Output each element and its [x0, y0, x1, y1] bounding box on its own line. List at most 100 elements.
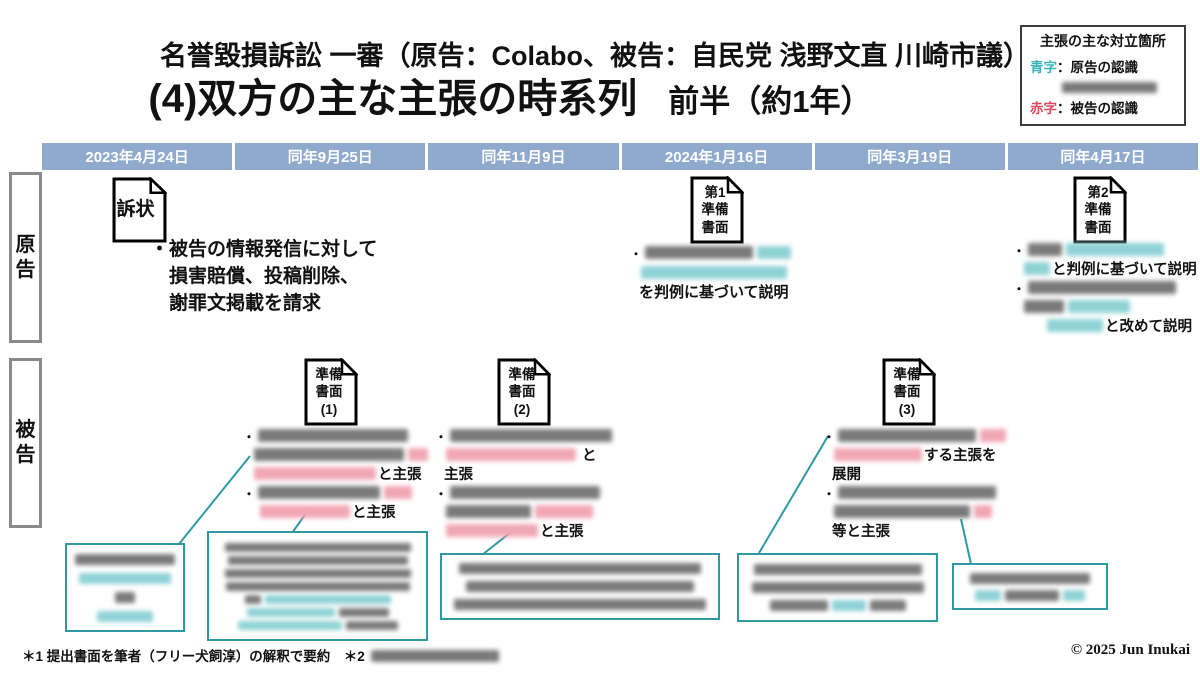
- redacted-text: [264, 594, 391, 604]
- legend-box: 主張の主な対立箇所 青字：原告の認識 赤字：被告の認識: [1020, 25, 1186, 126]
- defendant-prep3-clear-text-2: 展開: [832, 467, 861, 483]
- bullet: ・: [630, 247, 643, 261]
- defendant-prep3-clear-text-1: する主張を: [924, 448, 997, 464]
- annotation-box-5: [952, 563, 1108, 610]
- document-icon: [304, 358, 358, 426]
- legend-title: 主張の主な対立箇所: [1040, 33, 1166, 49]
- plaintiff-prep1-summary: ・ を判例に基づいて説明: [630, 244, 793, 302]
- bullet: ・: [1013, 244, 1026, 258]
- redacted-text: [115, 591, 135, 603]
- redacted-text: [244, 594, 261, 604]
- redacted-text: [258, 429, 408, 442]
- redacted-text: [446, 448, 576, 461]
- redacted-text: [224, 542, 411, 552]
- redacted-text: [227, 555, 408, 565]
- redacted-text: [753, 564, 922, 575]
- redacted-text: [535, 505, 593, 518]
- doc-icon-prep1-plaintiff: 第1 準備 書面: [690, 176, 744, 244]
- redacted-text: [1024, 262, 1050, 275]
- redacted-text: [97, 610, 153, 622]
- legend-blue-label: 青字: [1030, 60, 1057, 75]
- doc-label-prep1-plaintiff: 第1 準備 書面: [701, 184, 729, 235]
- slide-title: 名誉毀損訴訟 一審（原告：Colabo、被告：自民党 浅野文直 川崎市議）: [160, 41, 1030, 71]
- plaintiff-complaint-summary: ・被告の情報発信に対して 損害賠償、投稿削除、 謝罪文掲載を請求: [150, 239, 378, 314]
- bullet: ・: [243, 430, 256, 444]
- defendant-prep3-clear-text-3: 等と主張: [832, 524, 890, 540]
- redacted-text: [831, 600, 866, 611]
- footnote-text: ＊1 提出書面を筆者（フリー犬飼淳）の解釈で要約 ＊2: [22, 649, 365, 664]
- legend-red-desc: ：被告の認識: [1057, 101, 1138, 116]
- redacted-text: [260, 505, 350, 518]
- redacted-text: [834, 505, 970, 518]
- redacted-text: [408, 448, 428, 461]
- document-icon: [1073, 176, 1127, 244]
- date-cell-6: 同年4月17日: [1007, 143, 1199, 170]
- bullet: ・: [243, 487, 256, 501]
- date-cell-5: 同年3月19日: [814, 143, 1005, 170]
- doc-icon-prep2-defendant: 準備 書面 (2): [497, 358, 551, 426]
- redacted-text: [225, 581, 410, 591]
- redacted-text: [1068, 300, 1130, 313]
- copyright: © 2025 Jun Inukai: [1070, 642, 1190, 658]
- redacted-text: [237, 620, 342, 630]
- defendant-prep1-claim-1: と主張: [378, 467, 422, 483]
- redacted-text: [345, 620, 398, 630]
- redacted-text: [834, 448, 922, 461]
- redacted-text: [641, 266, 787, 279]
- bullet: ・: [823, 487, 836, 501]
- redacted-text: [1063, 589, 1085, 601]
- row-label-plaintiff: 原 告: [9, 172, 42, 343]
- redacted-text: [79, 572, 171, 584]
- bullet: ・: [1013, 282, 1026, 296]
- plaintiff-prep1-clear-text: を判例に基づいて説明: [639, 284, 789, 301]
- legend-redacted-note: [1060, 79, 1176, 93]
- document-icon: [112, 177, 167, 243]
- doc-label-complaint: 訴状: [116, 199, 155, 221]
- doc-icon-prep1-defendant: 準備 書面 (1): [304, 358, 358, 426]
- slide-subtitle: (4)双方の主な主張の時系列 前半（約1年）: [0, 66, 1020, 124]
- redacted-text: [338, 607, 389, 617]
- doc-label-prep3-defendant: 準備 書面 (3): [893, 366, 921, 417]
- redacted-text: [980, 429, 1006, 442]
- document-icon: [882, 358, 936, 426]
- doc-label-prep2-plaintiff: 第2 準備 書面: [1084, 184, 1112, 235]
- defendant-prep2-claim-2: と主張: [540, 524, 584, 540]
- subtitle-main: (4)双方の主な主張の時系列: [148, 77, 638, 121]
- legend-red-label: 赤字: [1030, 101, 1057, 116]
- defendant-prep2-summary: ・ と 主張 ・ と主張: [435, 428, 614, 542]
- defendant-prep2-clear-to: と: [582, 448, 597, 464]
- redacted-text: [246, 607, 335, 617]
- annotation-box-2: [207, 531, 428, 641]
- redacted-text: [869, 600, 906, 611]
- footnote: ＊1 提出書面を筆者（フリー犬飼淳）の解釈で要約 ＊2: [22, 645, 501, 665]
- subtitle-suffix: 前半（約1年）: [637, 84, 872, 119]
- annotation-box-3: [440, 553, 720, 620]
- redacted-text: [224, 568, 411, 578]
- bullet: ・: [435, 430, 448, 444]
- redacted-text: [454, 599, 706, 610]
- document-icon: [690, 176, 744, 244]
- redacted-text: [384, 486, 412, 499]
- redacted-text: [370, 650, 499, 662]
- defendant-prep3-summary: ・ する主張を 展開 ・ 等と主張: [823, 428, 1008, 542]
- annotation-box-4: [737, 553, 938, 622]
- plaintiff-prep2-summary: ・ と判例に基づいて説明 ・ と改めて説明: [1013, 242, 1197, 337]
- redacted-text: [466, 581, 694, 592]
- defendant-prep1-summary: ・ と主張 ・ と主張: [243, 428, 430, 523]
- document-icon: [497, 358, 551, 426]
- row-label-defendant: 被 告: [9, 358, 42, 528]
- redacted-text: [446, 524, 538, 537]
- date-cell-2: 同年9月25日: [235, 143, 426, 170]
- redacted-text: [1024, 300, 1064, 313]
- plaintiff-prep2-clear-text-1: と判例に基づいて説明: [1052, 262, 1197, 278]
- defendant-prep2-clear-claim: 主張: [444, 467, 473, 483]
- redacted-text: [450, 486, 600, 499]
- redacted-text: [446, 505, 531, 518]
- timeline-header: 2023年4月24日 同年9月25日 同年11月9日 2024年1月16日 同年…: [42, 143, 1199, 170]
- redacted-text: [1066, 243, 1164, 256]
- doc-label-prep2-defendant: 準備 書面 (2): [508, 366, 536, 417]
- redacted-text: [450, 429, 612, 442]
- redacted-text: [751, 582, 924, 593]
- redacted-text: [1028, 281, 1176, 294]
